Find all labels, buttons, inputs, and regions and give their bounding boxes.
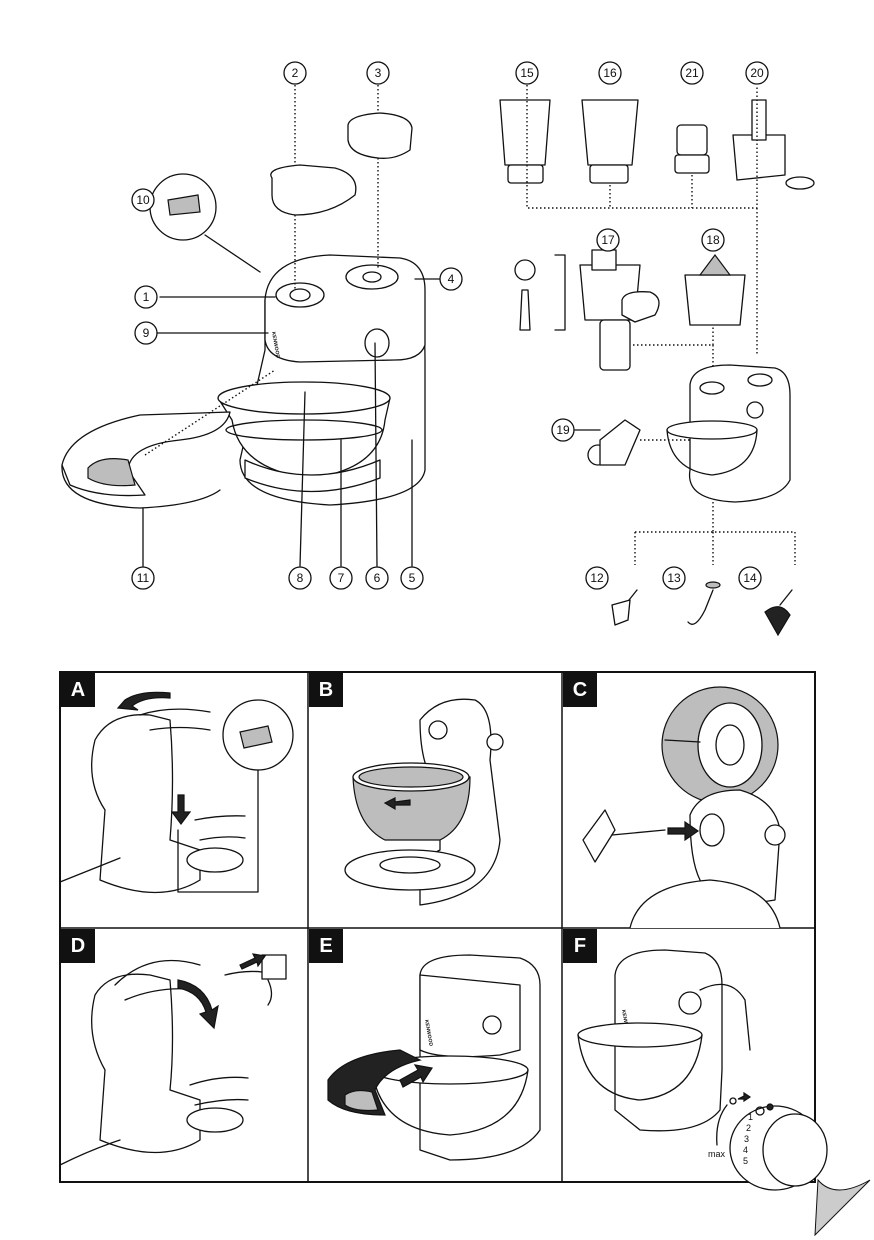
callout-2: 2 — [283, 61, 307, 85]
svg-text:19: 19 — [556, 423, 570, 437]
speed-label-1: 1 — [748, 1112, 753, 1122]
svg-text:11: 11 — [137, 571, 150, 585]
page-curl-icon[interactable] — [814, 1178, 871, 1237]
callout-21: 21 — [680, 61, 704, 85]
panel-a: A — [59, 673, 294, 894]
svg-text:B: B — [319, 679, 333, 701]
svg-text:1: 1 — [143, 290, 150, 304]
speed-knob-f — [678, 991, 702, 1015]
svg-text:18: 18 — [706, 233, 720, 247]
svg-text:F: F — [574, 935, 586, 957]
svg-text:C: C — [573, 679, 587, 701]
callout-10: 10 — [131, 188, 155, 212]
svg-text:20: 20 — [750, 66, 764, 80]
callout-11: 11 — [131, 566, 155, 590]
speed-label-5: 5 — [743, 1156, 748, 1166]
svg-text:6: 6 — [374, 571, 381, 585]
panel-c: C — [563, 673, 786, 929]
svg-text:2: 2 — [292, 66, 299, 80]
speed-max-label: max — [708, 1149, 726, 1159]
callout-3: 3 — [366, 61, 390, 85]
panel-b: B — [309, 673, 504, 906]
speed-knob — [364, 328, 390, 358]
mixer-main-illustration: KENWOOD — [61, 85, 441, 567]
svg-text:5: 5 — [409, 571, 416, 585]
speed-label-4: 4 — [743, 1145, 748, 1155]
callout-19: 19 — [551, 418, 575, 442]
callout-4: 4 — [439, 267, 463, 291]
svg-text:16: 16 — [603, 66, 617, 80]
callout-12: 12 — [585, 566, 609, 590]
brand-label-e: KENWOOD — [423, 1019, 434, 1047]
callout-16: 16 — [598, 61, 622, 85]
speed-label-2: 2 — [746, 1123, 751, 1133]
callout-6: 6 — [365, 566, 389, 590]
svg-text:3: 3 — [375, 66, 382, 80]
svg-text:9: 9 — [143, 326, 150, 340]
callout-20: 20 — [745, 61, 769, 85]
accessories-illustration — [499, 85, 815, 637]
speed-dial-inset: max 1 2 3 4 5 — [708, 1091, 828, 1191]
svg-text:13: 13 — [667, 571, 681, 585]
panel-e: E KENWOOD — [309, 929, 541, 1161]
callout-14: 14 — [738, 566, 762, 590]
callout-7: 7 — [329, 566, 353, 590]
svg-text:17: 17 — [601, 233, 615, 247]
callout-9: 9 — [134, 321, 158, 345]
svg-text:21: 21 — [685, 66, 699, 80]
svg-text:15: 15 — [520, 66, 534, 80]
svg-text:A: A — [71, 679, 85, 701]
callout-17: 17 — [596, 228, 620, 252]
svg-text:10: 10 — [136, 193, 150, 207]
callout-1: 1 — [134, 285, 158, 309]
brand-label: KENWOOD — [270, 331, 281, 359]
callout-5: 5 — [400, 566, 424, 590]
svg-text:14: 14 — [743, 571, 757, 585]
speed-label-3: 3 — [744, 1134, 749, 1144]
panel-f: F KENWOOD max 1 2 3 4 5 — [563, 929, 828, 1191]
instruction-panels: A B C — [59, 671, 828, 1191]
callout-18: 18 — [701, 228, 725, 252]
callout-13: 13 — [662, 566, 686, 590]
panel-d: D — [59, 929, 287, 1166]
svg-text:12: 12 — [590, 571, 604, 585]
svg-text:4: 4 — [448, 272, 455, 286]
svg-text:8: 8 — [297, 571, 304, 585]
svg-text:E: E — [319, 935, 332, 957]
pulse-indicator — [766, 1103, 774, 1111]
callout-15: 15 — [515, 61, 539, 85]
svg-text:7: 7 — [338, 571, 345, 585]
callout-8: 8 — [288, 566, 312, 590]
svg-text:D: D — [71, 935, 85, 957]
